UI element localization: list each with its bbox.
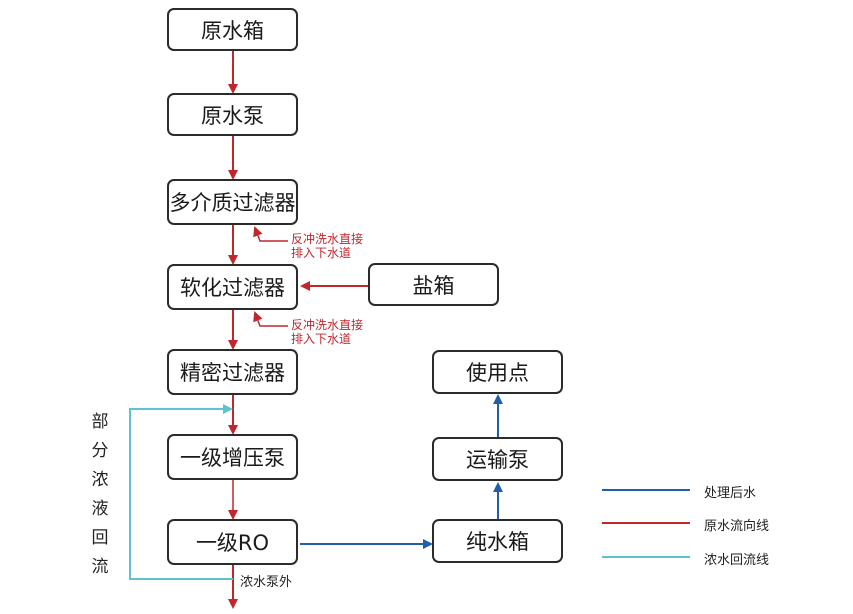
pure-tank-box: 纯水箱 xyxy=(432,519,563,563)
use-point-box: 使用点 xyxy=(432,350,563,394)
softener-box: 软化过滤器 xyxy=(167,264,298,310)
multimedia-filter-box: 多介质过滤器 xyxy=(167,179,298,225)
booster-pump-box: 一级增压泵 xyxy=(167,434,298,480)
salt-tank-box: 盐箱 xyxy=(368,263,499,306)
backwash-note-1-line1: 反冲洗水直接 xyxy=(291,232,364,246)
backwash-note-1: 反冲洗水直接 排入下水道 xyxy=(291,232,363,260)
backwash-note-2-line1: 反冲洗水直接 xyxy=(291,318,364,332)
legend-label-treated: 处理后水 xyxy=(704,486,757,501)
concentrate-out-label: 浓水泵外 xyxy=(240,575,293,590)
backwash-note-2: 反冲洗水直接 排入下水道 xyxy=(291,318,363,346)
partial-concentrate-reflux-label: 部 分 浓 液 回 流 xyxy=(88,408,112,582)
reflux-line xyxy=(129,404,233,580)
legend-label-raw: 原水流向线 xyxy=(704,519,770,534)
raw-pump-box: 原水泵 xyxy=(167,93,298,136)
ro-box: 一级RO xyxy=(167,519,298,565)
precision-filter-box: 精密过滤器 xyxy=(167,349,298,395)
side-label-char: 部 xyxy=(91,412,109,432)
raw-tank-box: 原水箱 xyxy=(167,8,298,51)
side-label-char: 分 xyxy=(91,441,109,461)
legend-label-reflux: 浓水回流线 xyxy=(704,553,770,568)
side-label-char: 液 xyxy=(91,499,109,519)
backwash-hook-2 xyxy=(253,311,288,327)
side-label-char: 回 xyxy=(91,528,109,548)
backwash-note-2-line2: 排入下水道 xyxy=(291,332,352,346)
backwash-hook-1 xyxy=(253,226,288,242)
transfer-pump-box: 运输泵 xyxy=(432,437,563,481)
side-label-char: 流 xyxy=(91,557,109,577)
backwash-note-1-line2: 排入下水道 xyxy=(291,246,352,260)
side-label-char: 浓 xyxy=(91,470,109,490)
